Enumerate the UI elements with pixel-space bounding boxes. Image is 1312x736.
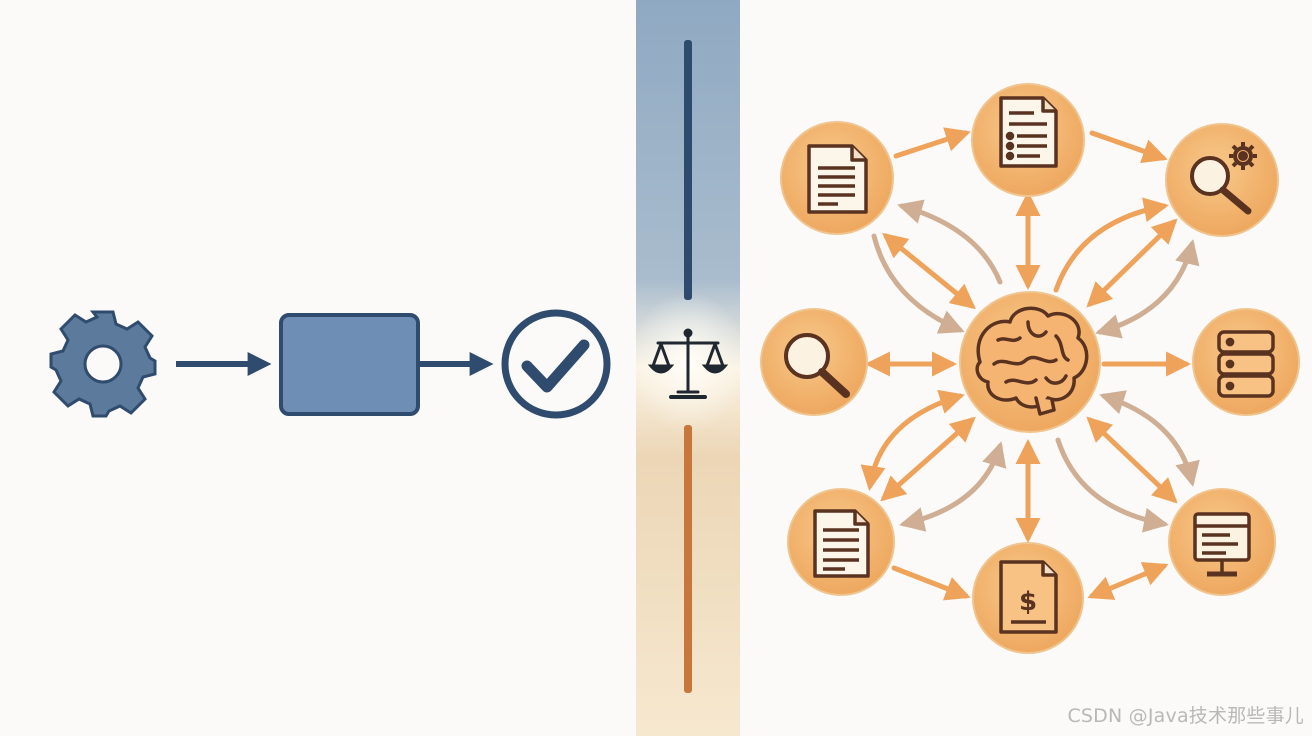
network-node-text-document — [787, 488, 895, 596]
magnifier-icon — [784, 333, 850, 398]
database-icon — [1217, 330, 1275, 398]
gear-icon — [49, 310, 157, 418]
server-monitor-icon — [1193, 512, 1251, 577]
network-node-database — [1192, 308, 1300, 416]
network-arrows — [860, 127, 1200, 601]
process-box — [279, 313, 420, 416]
network-node-magnifier — [760, 308, 868, 416]
watermark-text: CSDN @Java技术那些事儿 — [1067, 705, 1304, 727]
divider-line-top — [684, 40, 692, 300]
divider-line-bottom — [684, 425, 692, 693]
divider-bar — [628, 0, 748, 736]
network-node-document — [780, 121, 894, 235]
checklist-document-icon — [999, 96, 1058, 168]
brain-node — [959, 291, 1101, 433]
balance-scale-icon — [647, 328, 729, 399]
document-icon — [807, 144, 868, 214]
network-node-search-gear — [1165, 123, 1279, 237]
brain-icon — [975, 306, 1089, 416]
linear-flow — [49, 309, 611, 419]
svg-text:$: $ — [1019, 587, 1037, 617]
network-node-server — [1168, 488, 1276, 596]
network-node-checklist — [971, 83, 1085, 197]
search-gear-icon — [1190, 142, 1257, 215]
text-document-icon — [813, 509, 870, 578]
checkmark-icon — [501, 309, 611, 419]
invoice-dollar-icon: $ — [999, 560, 1058, 634]
network-node-invoice: $ — [972, 542, 1084, 654]
